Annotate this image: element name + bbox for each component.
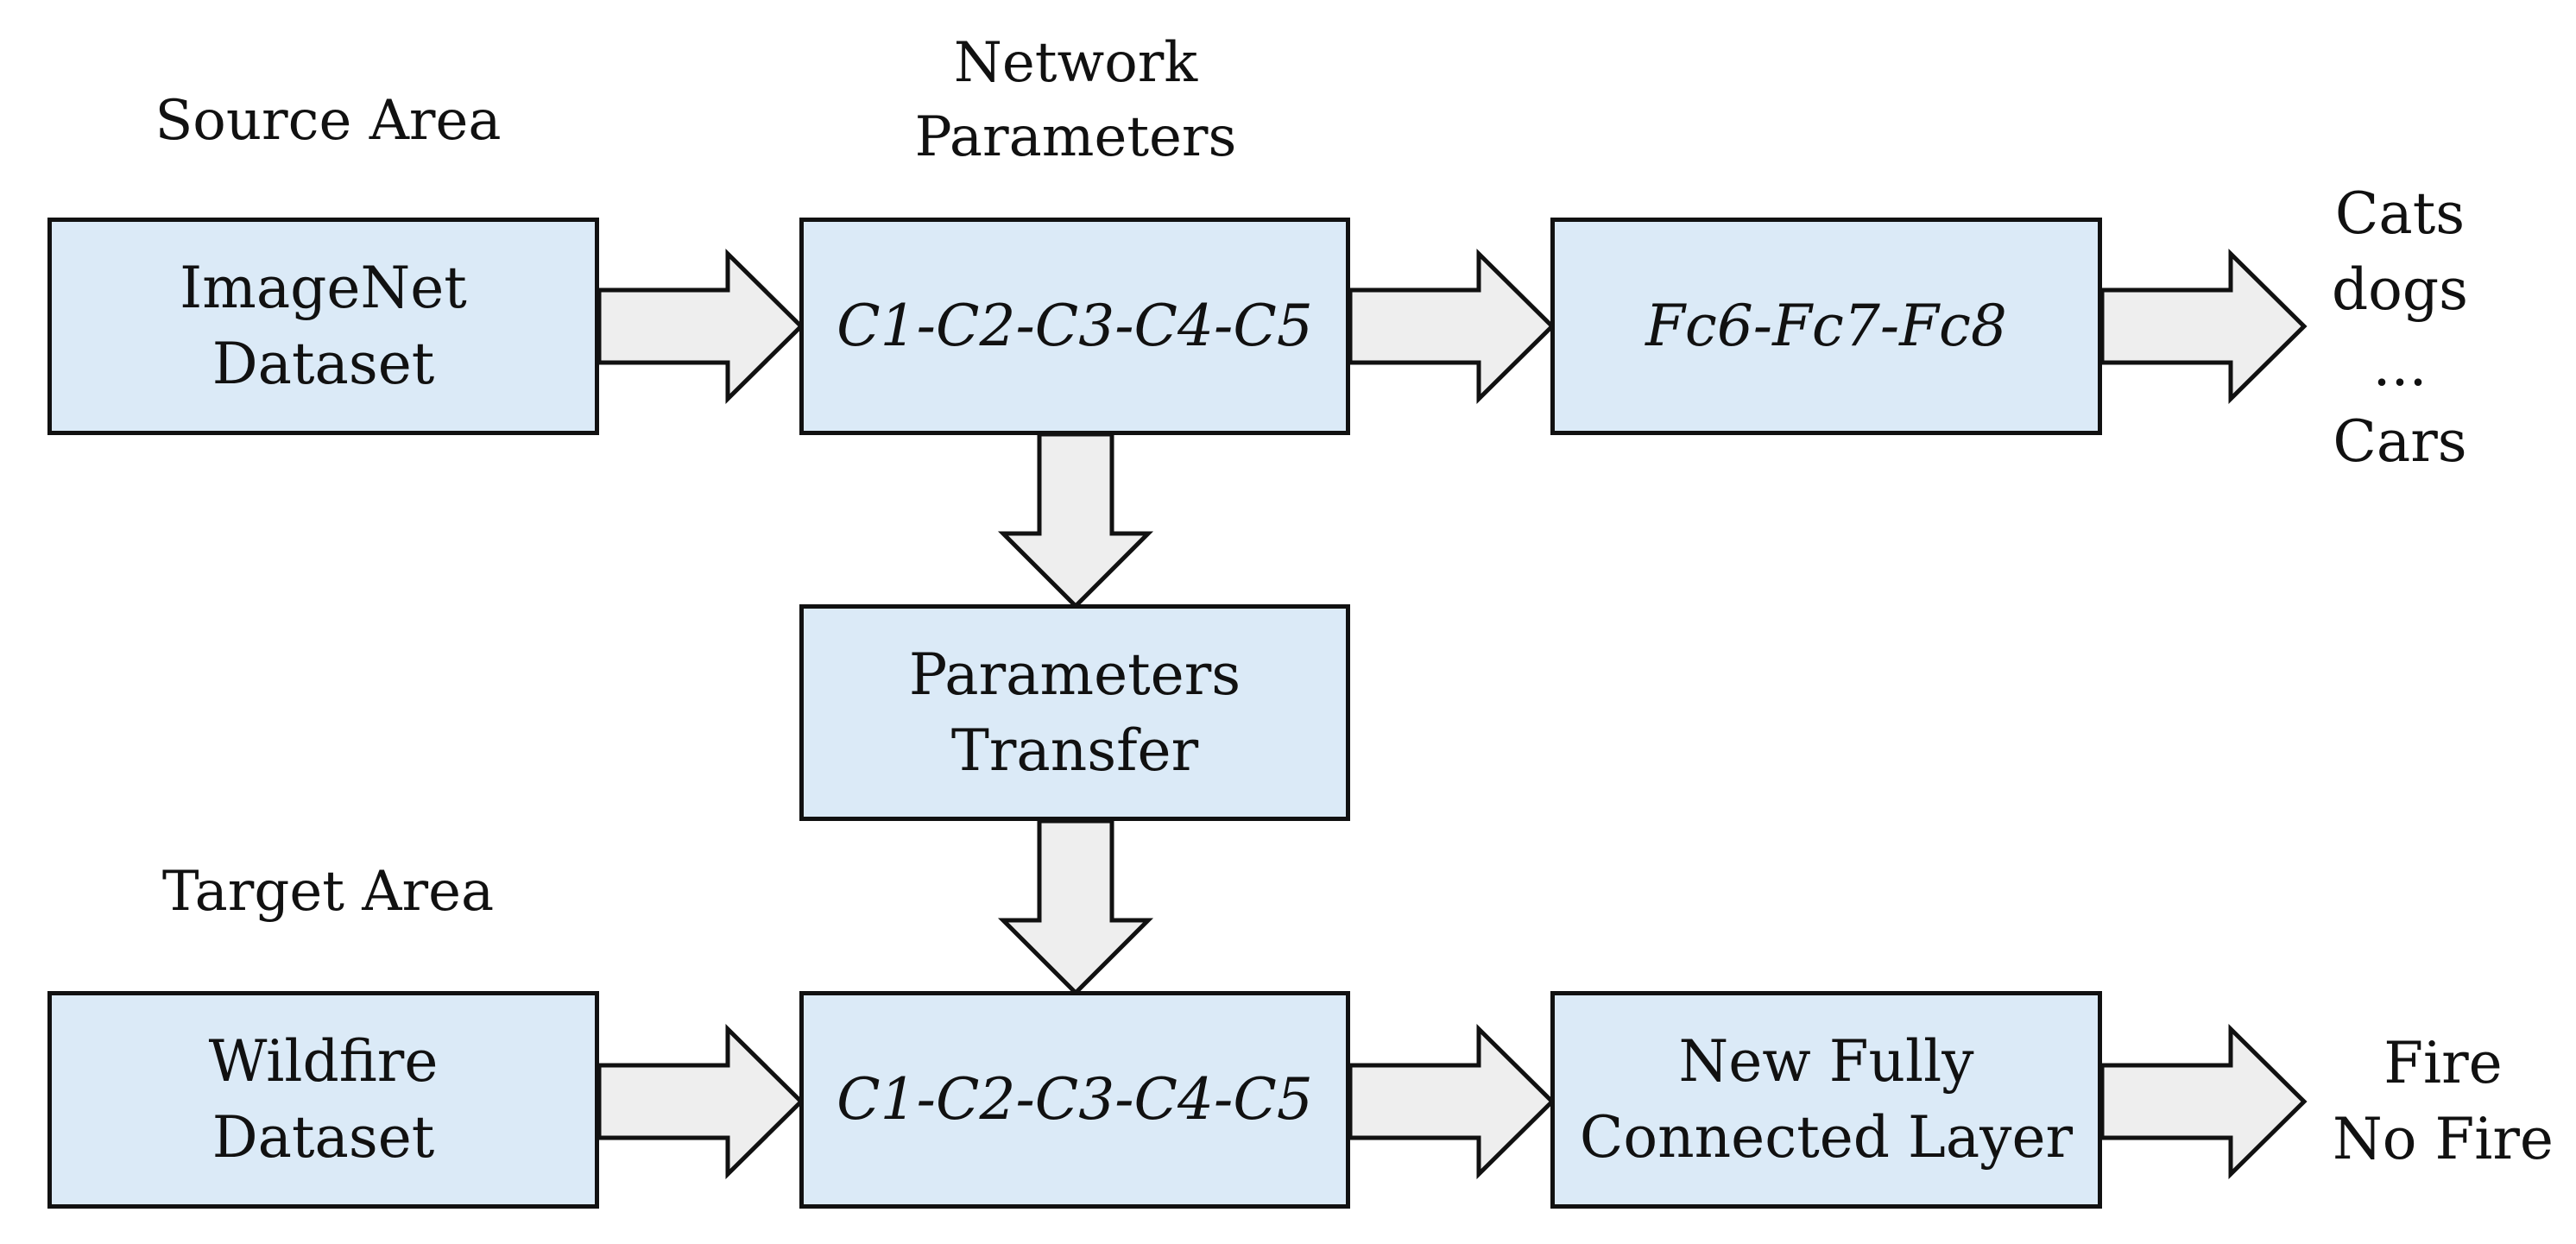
arrow-imagenet-to-conv — [597, 249, 805, 404]
arrow-new-fc-to-fire-classes — [2099, 1024, 2308, 1179]
arrow-fc-to-classes — [2099, 249, 2308, 404]
source-area-label: Source Area — [155, 89, 502, 153]
class-item: No Fire — [2333, 1106, 2554, 1172]
target-class-list: Fire No Fire — [2314, 1026, 2573, 1178]
class-item: Cats — [2334, 180, 2466, 247]
class-item: ... — [2372, 332, 2428, 399]
conv-layers-target-box: C1-C2-C3-C4-C5 — [799, 991, 1350, 1209]
arrow-transfer-to-conv-target — [997, 818, 1154, 996]
new-fully-connected-layer-box: New Fully Connected Layer — [1550, 991, 2102, 1209]
class-item: Cars — [2333, 408, 2467, 475]
conv-layers-source-box: C1-C2-C3-C4-C5 — [799, 218, 1350, 435]
wildfire-dataset-box: Wildfire Dataset — [47, 991, 599, 1209]
arrow-conv-to-fc — [1348, 249, 1556, 404]
network-parameters-label: Network Parameters — [914, 31, 1237, 169]
arrow-conv-to-transfer — [997, 432, 1154, 609]
source-class-list: Cats dogs ... Cars — [2314, 176, 2486, 480]
parameters-transfer-box: Parameters Transfer — [799, 604, 1350, 821]
imagenet-dataset-box: ImageNet Dataset — [47, 218, 599, 435]
class-item: Fire — [2383, 1030, 2503, 1096]
fc-layers-source-box: Fc6-Fc7-Fc8 — [1550, 218, 2102, 435]
arrow-wildfire-to-conv — [597, 1024, 805, 1179]
arrow-conv-to-new-fc — [1348, 1024, 1556, 1179]
target-area-label: Target Area — [161, 860, 495, 924]
class-item: dogs — [2331, 256, 2469, 323]
